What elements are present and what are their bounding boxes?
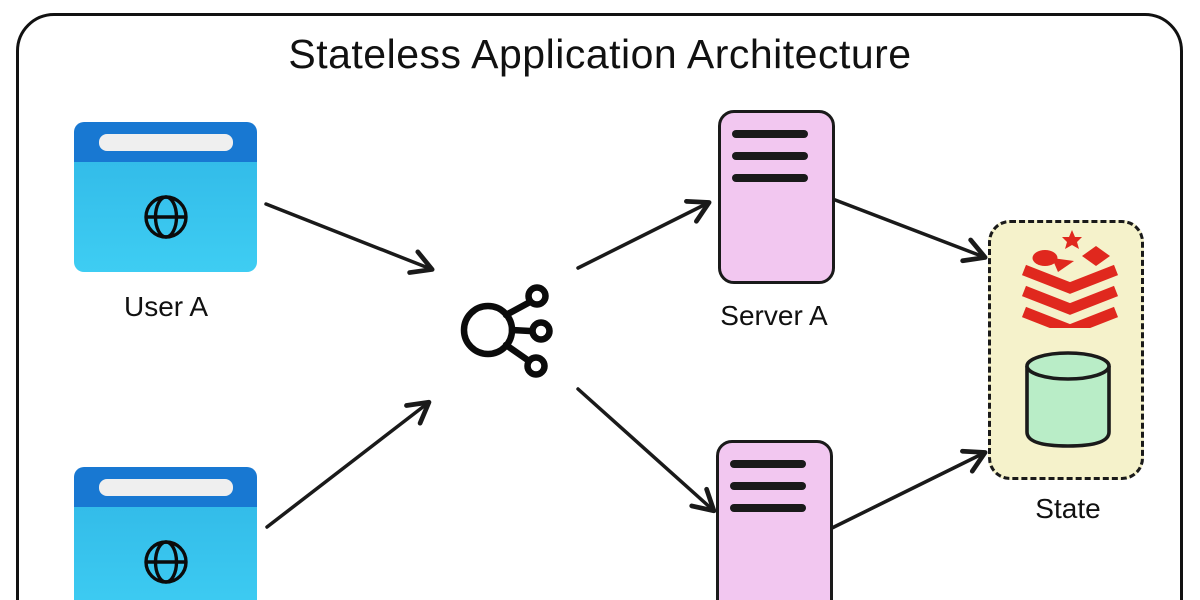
browser-addressbar — [98, 478, 233, 496]
server-a-label: Server A — [720, 300, 828, 331]
globe-icon — [143, 195, 188, 239]
browser-titlebar — [74, 467, 257, 507]
arrow-servera-to-state — [828, 196, 988, 264]
server-bar — [732, 130, 808, 138]
user-a-browser-icon — [74, 122, 257, 272]
server-bar — [732, 152, 808, 160]
diagram-title: Stateless Application Architecture — [288, 31, 912, 77]
server-a-icon — [718, 110, 835, 284]
user-a-label: User A — [123, 291, 209, 322]
browser-body — [74, 507, 257, 600]
diagram-frame — [16, 13, 1183, 600]
arrow-lb-to-servera — [576, 198, 712, 270]
browser-body — [74, 162, 257, 272]
arrow-usera-to-lb — [264, 202, 435, 275]
arrow-serverb-to-state — [830, 448, 988, 530]
database-cylinder-icon — [1025, 351, 1111, 448]
server-bar — [732, 174, 808, 182]
load-balancer-icon — [460, 284, 553, 378]
server-bar — [730, 482, 806, 490]
server-bar — [730, 504, 806, 512]
browser-addressbar — [98, 133, 233, 151]
server-b-icon — [716, 440, 833, 600]
arrow-lb-to-serverb — [576, 387, 717, 514]
user-b-browser-icon — [74, 467, 257, 600]
globe-icon — [143, 540, 188, 584]
browser-titlebar — [74, 122, 257, 162]
state-label: State — [1035, 493, 1101, 524]
redis-icon — [1021, 230, 1119, 328]
server-bar — [730, 460, 806, 468]
arrow-userb-to-lb — [265, 399, 432, 529]
